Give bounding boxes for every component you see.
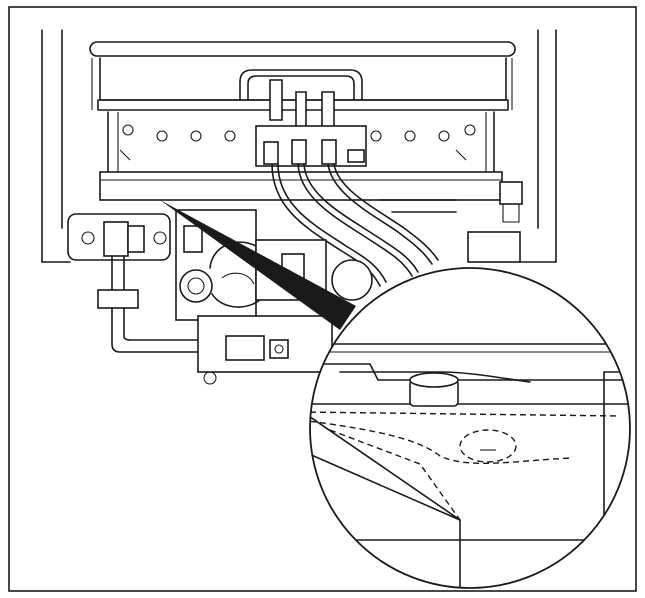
heater-housing bbox=[41, 29, 557, 263]
gas-inlet-fitting bbox=[67, 213, 201, 353]
ignition-leads bbox=[271, 163, 439, 287]
electrode-assembly bbox=[239, 69, 367, 167]
gas-valve bbox=[175, 209, 373, 385]
pressure-test-point bbox=[269, 339, 289, 359]
right-pipe bbox=[379, 199, 521, 263]
detail-circle bbox=[309, 267, 631, 589]
magnifier-callout bbox=[160, 200, 356, 330]
